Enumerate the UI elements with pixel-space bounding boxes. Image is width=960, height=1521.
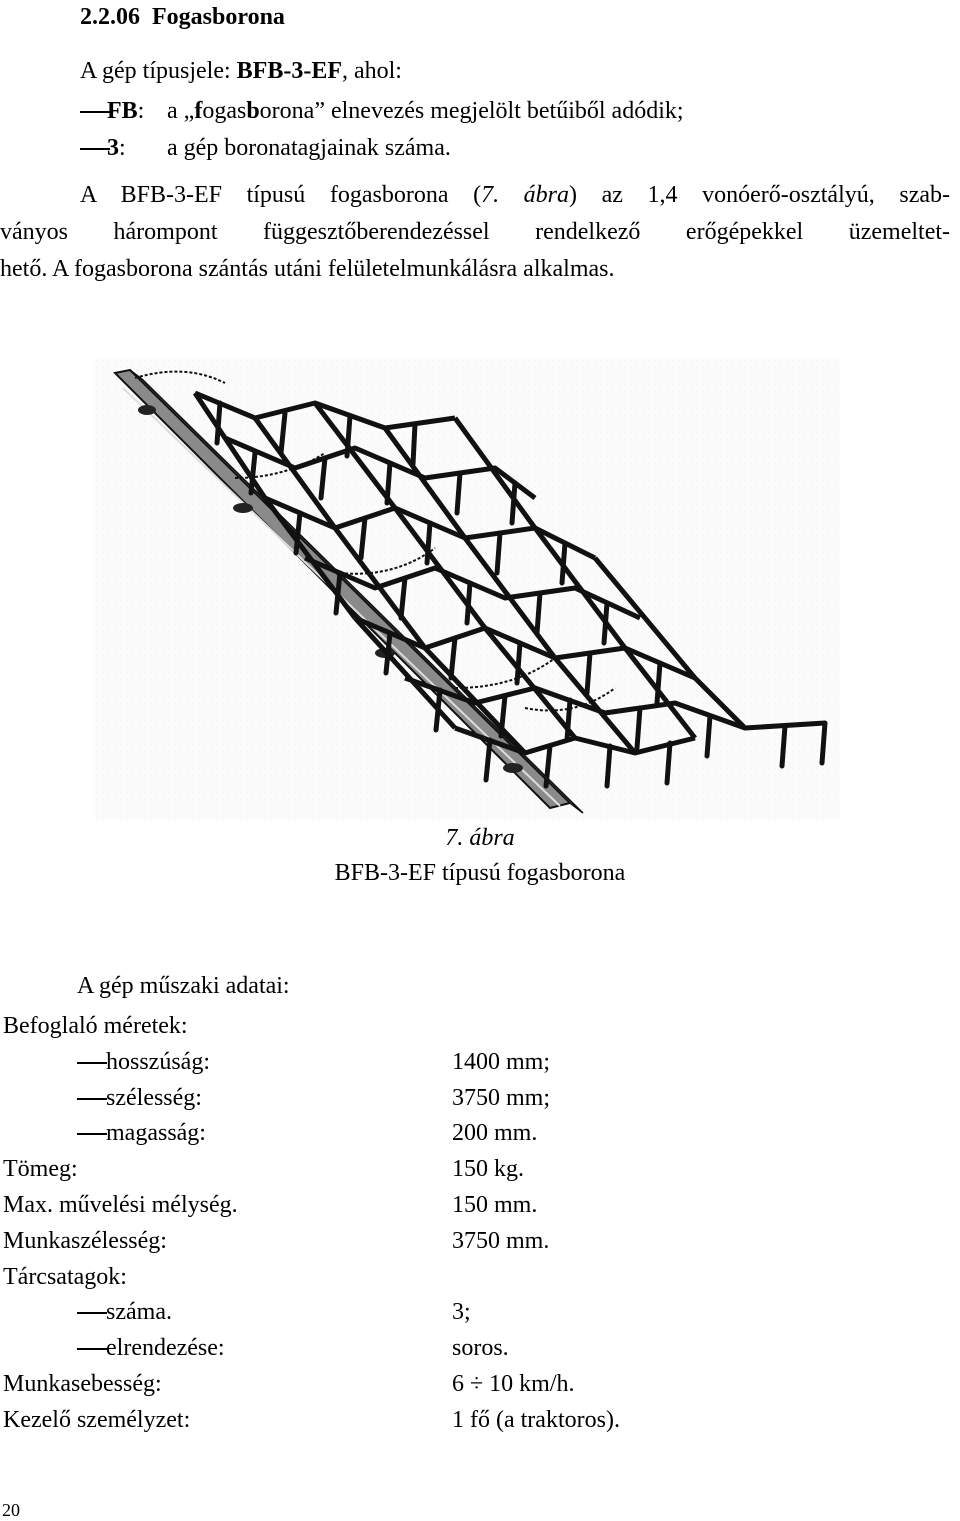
type-line: A gép típusjele: BFB-3-EF, ahol: bbox=[80, 57, 402, 85]
spec-label: Kezelő személyzet: bbox=[3, 1407, 191, 1433]
spec-label: száma. bbox=[106, 1299, 172, 1325]
spec-label: Munkaszélesség: bbox=[3, 1228, 167, 1254]
list-bold-letter: b bbox=[246, 98, 260, 124]
spec-label: hosszúság: bbox=[106, 1049, 210, 1075]
type-code: BFB-3-EF bbox=[236, 58, 342, 84]
list-text-part: orona” elnevezés megjelölt betűiből adód… bbox=[259, 98, 684, 124]
list-dash bbox=[80, 111, 110, 113]
list-dash bbox=[77, 1133, 107, 1135]
list-text-part: a „ bbox=[167, 98, 195, 124]
paragraph-line-3: hető. A fogasborona szántás utáni felüle… bbox=[0, 256, 615, 282]
paragraph-text: ) az 1,4 vonóerő-osztályú, szab- bbox=[569, 182, 950, 208]
list-item-3: 3: bbox=[107, 134, 126, 162]
specs-title: A gép műszaki adatai: bbox=[77, 973, 290, 999]
spec-value: 150 mm. bbox=[452, 1192, 538, 1218]
list-bold-letter: f bbox=[194, 98, 203, 124]
list-item-fb-text: a „fogasborona” elnevezés megjelölt betű… bbox=[167, 97, 684, 125]
spec-value: soros. bbox=[452, 1335, 509, 1361]
page-number: 20 bbox=[2, 1500, 20, 1520]
list-sep: : bbox=[137, 98, 145, 124]
spec-label: Tárcsatagok: bbox=[3, 1264, 127, 1290]
list-dash bbox=[77, 1312, 107, 1314]
spec-value: 6 ÷ 10 km/h. bbox=[452, 1371, 575, 1397]
list-item-3-text: a gép boronatagjainak száma. bbox=[167, 135, 451, 161]
harrow-illustration bbox=[95, 358, 840, 820]
figure-number: 7. ábra bbox=[445, 825, 515, 851]
list-sep: : bbox=[119, 135, 126, 161]
list-item-fb: FB: bbox=[107, 97, 144, 125]
type-line-prefix: A gép típusjele: bbox=[80, 58, 237, 84]
spec-label: Befoglaló méretek: bbox=[3, 1013, 188, 1039]
type-line-suffix: , ahol: bbox=[341, 58, 402, 84]
spec-value: 3; bbox=[452, 1299, 471, 1325]
list-dash bbox=[80, 148, 110, 150]
spec-value: 150 kg. bbox=[452, 1156, 524, 1182]
spec-value: 3750 mm; bbox=[452, 1085, 551, 1111]
list-dash bbox=[77, 1098, 107, 1100]
paragraph-line-2: ványos hárompont függesztőberendezéssel … bbox=[0, 219, 950, 245]
spec-label: magasság: bbox=[106, 1120, 206, 1146]
spec-label: Max. művelési mélység. bbox=[3, 1192, 238, 1218]
section-number: 2.2.06 bbox=[80, 4, 140, 30]
spec-label: szélesség: bbox=[106, 1085, 202, 1111]
spec-value: 3750 mm. bbox=[452, 1228, 550, 1254]
list-key: FB bbox=[107, 98, 138, 124]
spec-label: elrendezése: bbox=[106, 1335, 225, 1361]
paragraph-text: A BFB-3-EF típusú fogasborona ( bbox=[80, 182, 482, 208]
list-dash bbox=[77, 1062, 107, 1064]
spec-value: 1400 mm; bbox=[452, 1049, 551, 1075]
section-heading: 2.2.06 Fogasborona bbox=[80, 3, 285, 31]
figure-caption: BFB-3-EF típusú fogasborona bbox=[334, 860, 626, 886]
spec-label: Tömeg: bbox=[3, 1156, 78, 1182]
section-title: Fogasborona bbox=[152, 4, 285, 30]
list-dash bbox=[77, 1348, 107, 1350]
spec-value: 200 mm. bbox=[452, 1120, 538, 1146]
spec-label: Munkasebesség: bbox=[3, 1371, 162, 1397]
list-key: 3 bbox=[107, 135, 119, 161]
list-text-part: ogas bbox=[202, 98, 247, 124]
paragraph-line-1: A BFB-3-EF típusú fogasborona (7. ábra) … bbox=[80, 181, 950, 209]
figure-reference: 7. ábra bbox=[481, 182, 570, 208]
spec-value: 1 fő (a traktoros). bbox=[452, 1407, 620, 1433]
